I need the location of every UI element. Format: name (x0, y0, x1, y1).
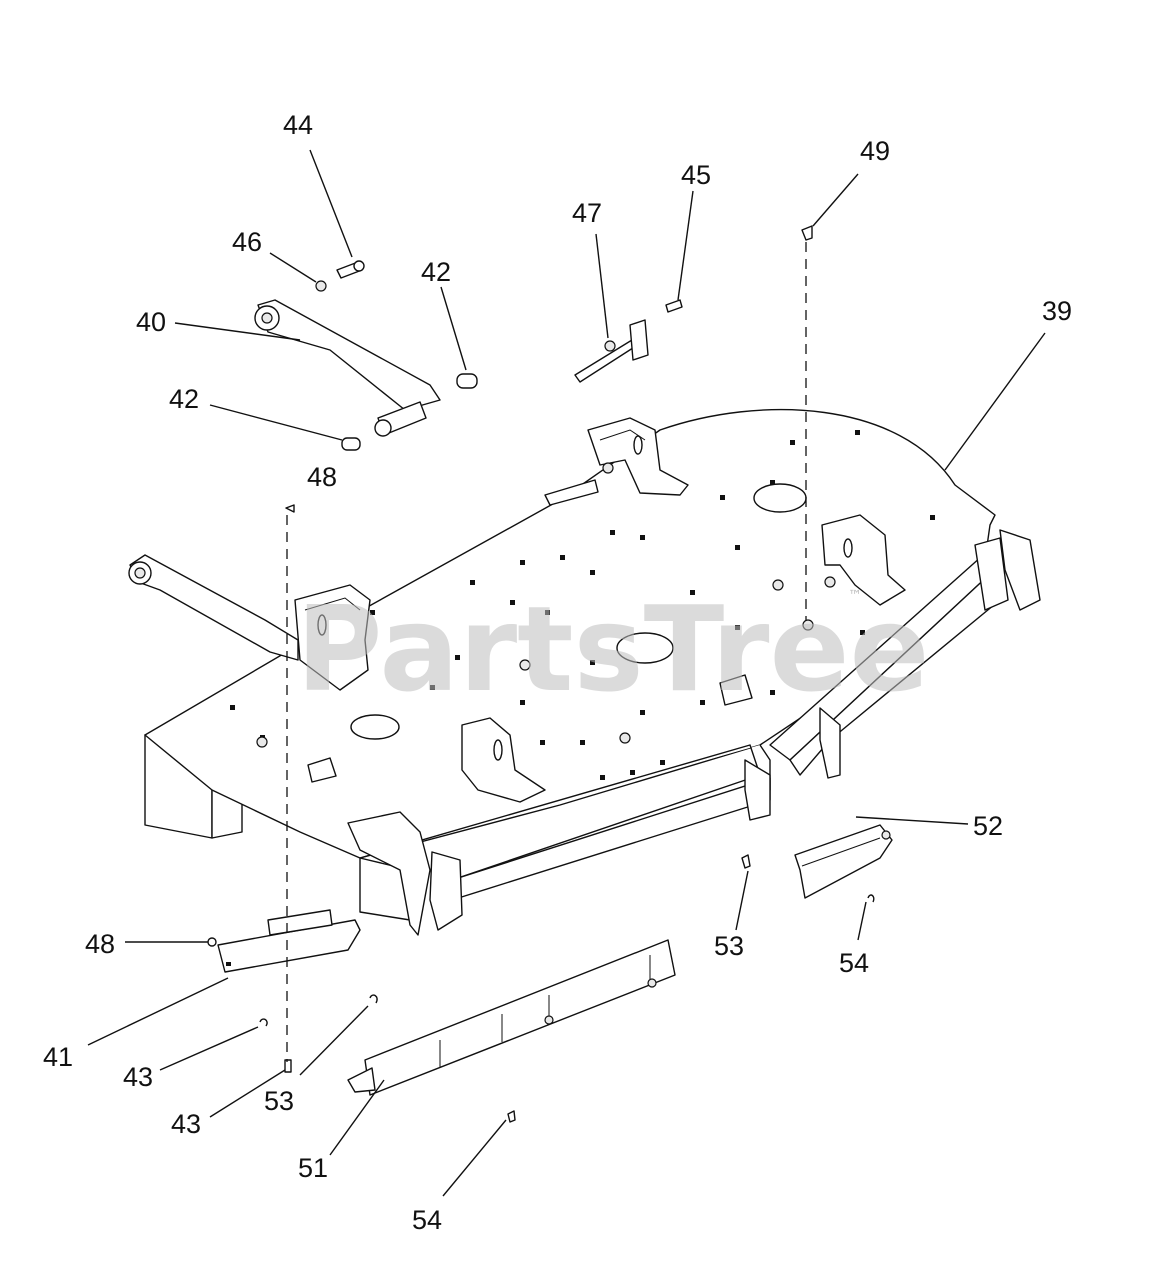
callout-51: 51 (298, 1153, 328, 1183)
pin-47 (574, 319, 649, 383)
pin-53-right (741, 854, 751, 869)
callout-43-lower: 43 (171, 1109, 201, 1139)
callout-42-bottom: 42 (169, 384, 199, 414)
bushing-42-top (456, 373, 478, 389)
baffle-52 (794, 824, 893, 899)
callout-43-upper: 43 (123, 1062, 153, 1092)
pin-43-lower (284, 1059, 292, 1073)
callout-labels: 44 46 42 47 45 49 40 39 42 48 52 53 48 5… (43, 110, 1072, 1235)
callout-49: 49 (860, 136, 890, 166)
callout-39: 39 (1042, 296, 1072, 326)
callout-41: 41 (43, 1042, 73, 1072)
callout-48-top: 48 (307, 462, 337, 492)
bushing-42-bottom (341, 437, 361, 451)
callout-52: 52 (973, 811, 1003, 841)
leader-lines (87, 149, 1046, 1197)
shield-41 (217, 909, 361, 973)
baffle-51 (347, 939, 676, 1096)
callout-53-left: 53 (264, 1086, 294, 1116)
pin-44 (336, 260, 365, 279)
callout-42-top: 42 (421, 257, 451, 287)
watermark-trademark: ™ (848, 588, 862, 604)
bolt-45 (665, 299, 683, 313)
callout-45: 45 (681, 160, 711, 190)
callout-54-right: 54 (839, 948, 869, 978)
callout-54-bottom: 54 (412, 1205, 442, 1235)
pin-54-right (867, 894, 875, 903)
callout-44: 44 (283, 110, 313, 140)
pin-48-left (207, 937, 217, 947)
mower-deck (144, 408, 1041, 936)
pin-43-upper (259, 1018, 268, 1027)
callout-40: 40 (136, 307, 166, 337)
pin-48-top (285, 504, 295, 513)
callout-48-left: 48 (85, 929, 115, 959)
callout-53-right: 53 (714, 931, 744, 961)
nut-46 (315, 280, 327, 292)
bolt-49 (801, 225, 813, 241)
callout-47: 47 (572, 198, 602, 228)
watermark-text: PartsTree (296, 580, 930, 718)
pin-54-bottom (507, 1110, 516, 1123)
pin-53-left (369, 994, 378, 1004)
lift-arm-front (128, 554, 299, 661)
callout-46: 46 (232, 227, 262, 257)
lift-arm-rear (254, 299, 441, 437)
